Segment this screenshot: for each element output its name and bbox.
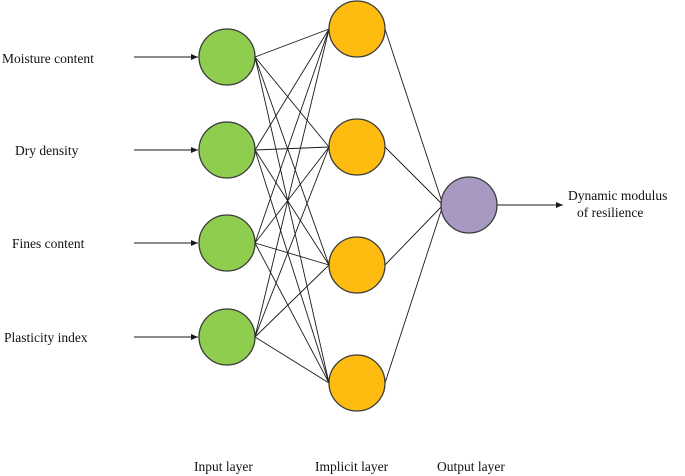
input-label-dry-density: Dry density — [15, 143, 79, 158]
output-label-line-1: Dynamic modulus — [568, 188, 667, 203]
edge-input-0-hidden-2 — [254, 56, 330, 266]
output-layer-nodes — [440, 176, 498, 234]
edge-input-1-hidden-2 — [254, 149, 330, 266]
input-node-2 — [198, 214, 256, 272]
edge-input-1-hidden-3 — [254, 149, 330, 384]
edge-hidden-2-output — [384, 204, 444, 266]
edge-input-1-hidden-0 — [254, 28, 330, 151]
input-node-3 — [198, 308, 256, 366]
edge-input-1-hidden-1 — [254, 146, 330, 151]
edge-input-0-hidden-1 — [254, 56, 330, 148]
implicit-node-1 — [328, 118, 386, 176]
input-label-moisture-content: Moisture content — [2, 51, 94, 66]
edge-input-3-hidden-2 — [254, 264, 330, 338]
edge-input-0-hidden-0 — [254, 28, 330, 58]
edge-hidden-3-output — [384, 204, 444, 384]
edge-input-0-hidden-3 — [254, 56, 330, 384]
layer-label-output: Output layer — [437, 459, 505, 474]
input-layer-nodes — [198, 28, 256, 366]
connections — [254, 28, 444, 384]
implicit-node-2 — [328, 236, 386, 294]
output-label-line-2: of resilience — [577, 205, 643, 220]
edge-input-3-hidden-3 — [254, 336, 330, 384]
input-label-fines-content: Fines content — [12, 236, 85, 251]
edge-hidden-0-output — [384, 28, 444, 206]
implicit-node-3 — [328, 354, 386, 412]
input-node-0 — [198, 28, 256, 86]
input-arrows — [134, 54, 563, 340]
edge-input-3-hidden-0 — [254, 28, 330, 338]
input-node-1 — [198, 121, 256, 179]
input-label-plasticity-index: Plasticity index — [4, 330, 88, 345]
edge-input-2-hidden-2 — [254, 242, 330, 266]
edge-input-2-hidden-0 — [254, 28, 330, 244]
implicit-layer-nodes — [328, 0, 386, 412]
implicit-node-0 — [328, 0, 386, 58]
layer-label-implicit: Implicit layer — [315, 459, 389, 474]
edge-input-3-hidden-1 — [254, 146, 330, 338]
edge-input-2-hidden-1 — [254, 146, 330, 244]
edge-input-2-hidden-3 — [254, 242, 330, 384]
output-node — [440, 176, 498, 234]
edge-hidden-1-output — [384, 146, 444, 206]
layer-label-input: Input layer — [194, 459, 253, 474]
